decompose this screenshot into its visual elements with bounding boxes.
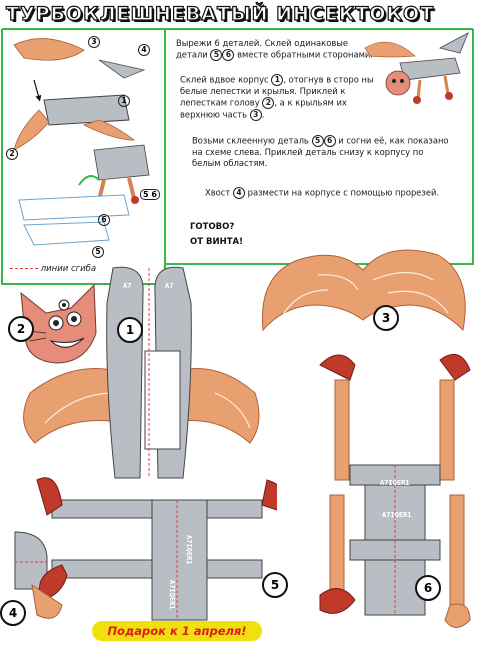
num-3-badge: 3 bbox=[249, 109, 262, 121]
gift-banner: Подарок к 1 апреля! bbox=[92, 621, 262, 641]
body-mark-left: A7 bbox=[123, 282, 131, 290]
num-1-badge: 1 bbox=[271, 74, 284, 86]
part-2-label: 2 bbox=[8, 316, 34, 342]
num-2-badge: 2 bbox=[262, 97, 275, 109]
instruction-step-1: Вырежи 6 деталей. Склей одинаковые детал… bbox=[176, 38, 391, 61]
diagram-body bbox=[43, 94, 130, 126]
instruction-step-2: Склей вдвое корпус 1, отогнув в сторо ны… bbox=[180, 74, 374, 121]
diagram-num-3: 3 bbox=[88, 36, 100, 48]
part-5-stamp-1: A7IQER1 bbox=[168, 580, 176, 610]
num-4-badge: 4 bbox=[232, 187, 245, 199]
part-6-stamp-2: A7IQER1 bbox=[382, 511, 412, 519]
part-1-wing-right bbox=[169, 368, 260, 444]
part-6-label: 6 bbox=[415, 575, 441, 601]
part-1-wing-left bbox=[23, 368, 126, 444]
instr-text: , отогнув в сторо ны bbox=[283, 74, 374, 85]
diagram-wing-left bbox=[13, 109, 50, 151]
part-5-label: 5 bbox=[262, 572, 288, 598]
diagram-num-5: 5 bbox=[92, 246, 104, 258]
diagram-flat-piece bbox=[18, 194, 130, 221]
instr-text: , а к крыльям их bbox=[274, 97, 347, 108]
num-6-badge: 6 bbox=[222, 49, 235, 61]
part-6-legs: A7IQER1 A7IQER1 bbox=[319, 353, 471, 628]
assembly-diagram bbox=[13, 38, 150, 246]
instr-text: и согни её, как показано bbox=[338, 135, 449, 146]
part-1-body: A7 A7 bbox=[23, 266, 260, 479]
part-4-label: 4 bbox=[0, 600, 26, 626]
fold-lines-legend: линии сгиба bbox=[10, 264, 96, 274]
instr-text: белые лепестки и крылья. Приклей к bbox=[180, 86, 346, 96]
diagram-wing-top bbox=[13, 38, 85, 61]
num-5-badge: 5 bbox=[210, 49, 223, 61]
part-3-label: 3 bbox=[373, 305, 399, 331]
part-2-cat-head bbox=[20, 283, 97, 364]
instr-text: верхнюю часть bbox=[180, 109, 248, 120]
part-5-legs: A7IQER1 A7IQER1 bbox=[31, 477, 277, 621]
fold-legend-label: линии сгиба bbox=[40, 264, 97, 274]
diagram-num-4: 4 bbox=[138, 44, 150, 56]
part-6-stamp-1: A7IQER1 bbox=[380, 479, 410, 487]
ready-line-2: ОТ ВИНТА! bbox=[190, 237, 243, 247]
body-mark-right: A7 bbox=[165, 282, 173, 290]
instr-text: на схеме слева. Приклей деталь снизу к к… bbox=[192, 147, 424, 157]
instr-text: белым областям. bbox=[192, 158, 268, 168]
diagram-wing-right bbox=[82, 119, 136, 141]
ready-text: ГОТОВО? ОТ ВИНТА! bbox=[190, 220, 243, 250]
part-5-stamp-2: A7IQER1 bbox=[185, 535, 193, 565]
diagram-tail bbox=[98, 59, 146, 79]
diagram-num-1: 1 bbox=[118, 95, 130, 107]
diagram-num-2: 2 bbox=[6, 148, 18, 160]
instr-text: Склей вдвое корпус bbox=[180, 74, 269, 85]
flying-cat-illustration bbox=[364, 32, 469, 104]
diagram-legs-unit bbox=[93, 144, 150, 181]
instruction-step-4: Хвост 4 размести на корпусе с помощью пр… bbox=[205, 187, 465, 199]
part-3-wing bbox=[261, 249, 466, 332]
instr-text: лепесткам голову bbox=[180, 97, 260, 108]
part-1-label: 1 bbox=[117, 317, 143, 343]
num-5-badge: 5 bbox=[311, 135, 324, 147]
ready-line-1: ГОТОВО? bbox=[190, 222, 235, 232]
instr-text: размести на корпусе с помощью прорезей. bbox=[247, 187, 440, 198]
instr-text: Вырежи 6 деталей. Склей одинаковые bbox=[176, 38, 349, 48]
instr-text: Возьми склеенную деталь bbox=[192, 135, 309, 146]
instr-text: детали bbox=[176, 49, 208, 60]
instr-text: Хвост bbox=[205, 187, 231, 198]
page-title: ТУРБОКЛЕШНЕВАТЫЙ ИНСЕКТОКОТ bbox=[5, 2, 435, 25]
num-6-badge: 6 bbox=[323, 135, 336, 147]
diagram-num-6: 6 bbox=[98, 214, 110, 226]
diagram-num-56: 5 6 bbox=[140, 189, 160, 200]
instr-text: вместе обратными сторонами. bbox=[237, 49, 374, 60]
